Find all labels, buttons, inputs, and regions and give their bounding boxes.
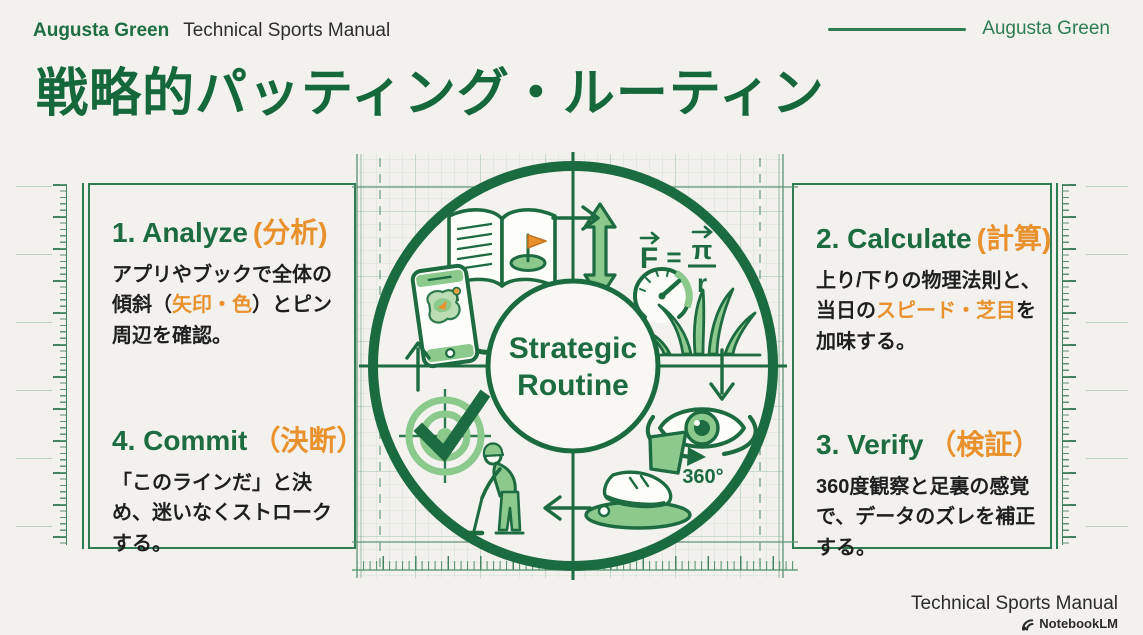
step-analyze-body: アプリやブックで全体の傾斜（矢印・色）とピン周辺を確認。: [112, 260, 338, 351]
formula-f: F: [640, 242, 658, 275]
step-commit-body: 「このラインだ」と決め、迷いなくストロークする。: [112, 468, 338, 559]
page-title: 戦略的パッティング・ルーティン: [36, 65, 825, 123]
body-text-highlight: 矢印・色: [172, 294, 252, 317]
step-calculate-title: 2. Calculate: [816, 223, 972, 254]
notebooklm-logo: NotebookLM: [911, 616, 1118, 631]
brand-name: Augusta Green: [33, 20, 170, 41]
step-commit-title: 4. Commit: [112, 425, 248, 456]
body-text-highlight: スピード・芝目: [876, 300, 1016, 323]
footer: Technical Sports Manual NotebookLM: [911, 593, 1118, 631]
body-text: ）とピン周辺を確認。: [112, 294, 332, 347]
step-calculate-body: 上り/下りの物理法則と、当日のスピード・芝目を加味する。: [816, 266, 1042, 357]
step-analyze-title: 1. Analyze: [112, 217, 248, 248]
speed-gauge-icon: [633, 267, 693, 323]
flow-arrows: [405, 205, 735, 521]
center-hub-circle: [485, 278, 661, 454]
step-verify-title: 3. Verify: [816, 429, 924, 460]
left-grid-lines: [16, 186, 52, 544]
body-text: 360度観察と足裏の感覚で、データのズレを補正する。: [816, 476, 1036, 559]
step-commit-heading: 4. Commit（決断）: [112, 419, 364, 459]
target-check-icon: [399, 389, 491, 483]
step-calculate: 2. Calculate(計算) 上り/下りの物理法則と、当日のスピード・芝目を…: [816, 217, 1051, 357]
footer-manual-title: Technical Sports Manual: [911, 593, 1118, 614]
arrow-down-icon: [709, 348, 735, 401]
body-text: アプリやブックで全体の傾斜（: [112, 264, 332, 317]
step-commit: 4. Commit（決断） 「このラインだ」と決め、迷いなくストロークする。: [112, 419, 364, 559]
formula-numerator: π: [692, 235, 713, 265]
left-ruler: [52, 184, 67, 545]
checkmark: [413, 389, 491, 463]
left-panel: 1. Analyze(分析) アプリやブックで全体の傾斜（矢印・色）とピン周辺を…: [82, 183, 364, 555]
step-analyze-heading: 1. Analyze(分析): [112, 211, 338, 251]
header-subtitle: Technical Sports Manual: [183, 20, 391, 41]
step-analyze-title-jp: (分析): [252, 217, 328, 248]
step-commit-title-jp: （決断）: [252, 425, 365, 456]
header-left: Augusta Green Technical Sports Manual: [33, 20, 390, 42]
body-text: を加味する。: [816, 300, 1036, 353]
center-label-line1: Strategic: [509, 332, 637, 365]
golfer-putting-icon: [464, 442, 525, 536]
step-analyze: 1. Analyze(分析) アプリやブックで全体の傾斜（矢印・色）とピン周辺を…: [112, 211, 338, 351]
notebooklm-logo-text: NotebookLM: [1039, 616, 1118, 631]
body-text: 上り/下りの物理法則と、当日の: [816, 270, 1041, 323]
smartphone-green-map-icon: [410, 263, 480, 369]
right-ruler: [1062, 184, 1077, 545]
header-rule-line: [828, 27, 967, 31]
routine-cycle-stage: F = π r: [350, 146, 800, 586]
right-grid-lines: [1086, 186, 1128, 544]
brand-name-right: Augusta Green: [982, 18, 1110, 39]
body-text: 「このラインだ」と決め、迷いなくストロークする。: [112, 472, 332, 555]
step-verify-heading: 3. Verify（検証）: [816, 423, 1042, 463]
force-formula: F = π r: [639, 225, 716, 298]
step-verify-title-jp: （検証）: [928, 429, 1041, 460]
routine-cycle-diagram: F = π r: [352, 152, 798, 580]
step-verify: 3. Verify（検証） 360度観察と足裏の感覚で、データのズレを補正する。: [816, 423, 1042, 563]
foot-on-green-icon: [584, 430, 692, 530]
notebooklm-logo-icon: [1022, 618, 1034, 631]
step-verify-body: 360度観察と足裏の感覚で、データのズレを補正する。: [816, 472, 1042, 563]
header-right: Augusta Green: [828, 18, 1110, 40]
step-calculate-title-jp: (計算): [976, 223, 1052, 254]
center-label-line2: Routine: [517, 369, 629, 402]
rotation-360-label: 360°: [682, 466, 723, 488]
formula-denominator: r: [697, 268, 707, 298]
arrow-up-icon: [405, 341, 431, 392]
yardage-book-icon: [447, 208, 557, 289]
right-panel: 2. Calculate(計算) 上り/下りの物理法則と、当日のスピード・芝目を…: [792, 183, 1058, 559]
arrow-right-icon: [551, 205, 600, 231]
arrow-left-icon: [543, 495, 592, 521]
formula-equals: =: [666, 242, 681, 272]
step-calculate-heading: 2. Calculate(計算): [816, 217, 1051, 257]
